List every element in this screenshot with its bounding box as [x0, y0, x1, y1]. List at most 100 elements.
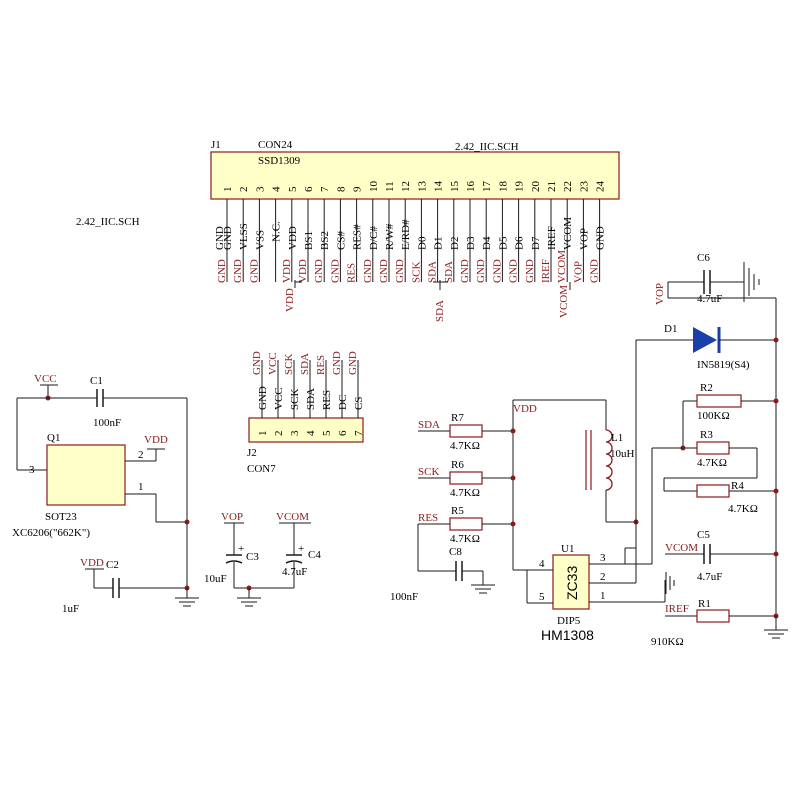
gnd-symbol-6: [764, 616, 788, 639]
j2-pin-number: 2: [273, 431, 285, 437]
j1-pin-net: IREF: [540, 259, 552, 283]
c6-designator: C6: [697, 252, 710, 264]
boost-section: VOP C6 4.7uF D1 IN5819(S4) R2 100KΩ: [625, 252, 788, 648]
j2-pin-net: RES: [315, 355, 327, 375]
j2-type: CON7: [247, 463, 276, 475]
j1-vdd-drop: VDD: [284, 280, 302, 312]
j1-pin-name: D4: [481, 236, 493, 250]
j1-designator: J1: [211, 139, 221, 151]
u1-pin5: 5: [539, 591, 545, 603]
j1-pin-net: GND: [491, 259, 503, 283]
r1-designator: R1: [698, 598, 711, 610]
r6-net: SCK: [418, 466, 439, 478]
q1-designator: Q1: [47, 432, 60, 444]
r7-net: SDA: [418, 419, 440, 431]
j1-pin-number: 18: [497, 181, 509, 193]
j1-pin-net: GND: [362, 259, 374, 283]
q1-part: XC6206("662K"): [12, 527, 90, 539]
vcc-label: VCC: [34, 373, 57, 385]
j2-pin-name: CS: [353, 397, 365, 410]
j1-pin-number: 8: [335, 186, 347, 192]
j1-pin-name: D/C#: [368, 226, 380, 250]
r3-designator: R3: [700, 429, 713, 441]
j1-pin-net: GND: [232, 259, 244, 283]
j1-pin-name: GND: [595, 226, 607, 250]
j1-vcom-drop: VCOM: [558, 282, 571, 318]
c3-c4-section: VOP + C3 10uF VCOM + C4 4.7uF: [204, 511, 321, 607]
gnd-symbol-5: [743, 262, 760, 302]
c1-designator: C1: [90, 375, 103, 387]
j1-pin-net: GND: [394, 259, 406, 283]
j1-pin-name: RES#: [352, 224, 364, 250]
j1-pin-name: VSS: [254, 230, 266, 250]
c4-value: 4.7uF: [282, 566, 307, 578]
j2-pins: 1GNDGND2VCCVCC3SCKSCK4SDASDA5RESRES6DCGN…: [251, 351, 365, 436]
pullup-section: VDD SDA R7 4.7KΩ SCK R6 4.7KΩ RES R5 4.7…: [390, 399, 606, 603]
u1-designator: U1: [561, 543, 574, 555]
r3-value: 4.7KΩ: [697, 457, 727, 469]
j2-pin-net: GND: [251, 351, 263, 375]
r2-designator: R2: [700, 382, 713, 394]
r1-value: 910KΩ: [651, 636, 684, 648]
j1-pin-number: 12: [400, 181, 412, 192]
r4-value: 4.7KΩ: [728, 503, 758, 515]
r6-designator: R6: [451, 459, 464, 471]
j1-pin-number: 5: [287, 186, 299, 192]
j1-pin-net: VDD: [281, 259, 293, 283]
j1-pin-name: VDD: [287, 226, 299, 250]
r5-net: RES: [418, 512, 438, 524]
j1-pin-name: D7: [530, 236, 542, 250]
sheet-label: 2.42_IIC.SCH: [76, 216, 140, 228]
u1-part: ZC33: [564, 566, 580, 600]
c8-designator: C8: [449, 546, 462, 558]
j2-pin-net: VCC: [267, 352, 279, 375]
u1-pin2: 2: [600, 571, 606, 583]
r5-designator: R5: [451, 505, 464, 517]
j2-pin-name: RES: [321, 390, 333, 410]
c8-value: 100nF: [390, 591, 418, 603]
q1-pin1: 1: [138, 481, 144, 493]
j1-pin-net: GND: [508, 259, 520, 283]
j2-pin-number: 4: [305, 430, 317, 436]
j1-part: SSD1309: [258, 155, 301, 167]
r1-net: IREF: [665, 603, 689, 615]
j1-pin-net: VDD: [297, 259, 309, 283]
j1-pin-name: D0: [416, 236, 428, 250]
j1-pin-number: 2: [238, 187, 250, 193]
j1-pin-net: VCOM: [556, 250, 568, 283]
c5-value: 4.7uF: [697, 571, 722, 583]
j2-pin-net: SCK: [283, 354, 295, 375]
j2-pin-name: VCC: [273, 387, 285, 410]
j1-pin-net: GND: [459, 259, 471, 283]
j1-pin-name: D6: [514, 236, 526, 250]
u1-package: DIP5: [557, 615, 581, 627]
j1-sda-drop: SDA: [433, 280, 448, 322]
u1-ic: ZC33 U1 DIP5 HM1308 4 5 3 2 1: [513, 340, 675, 643]
j1-pin-name: D5: [497, 236, 509, 250]
c5-designator: C5: [697, 529, 710, 541]
j2-pin-number: 1: [257, 431, 269, 437]
c4-designator: C4: [308, 549, 321, 561]
j2-pin-name: SDA: [305, 388, 317, 410]
j1-pin-name: D1: [433, 237, 445, 250]
j1-pin-name: CS#: [335, 231, 347, 250]
j2-body: [248, 417, 364, 443]
c2-net: VDD: [80, 557, 104, 569]
svg-text:+: +: [238, 543, 244, 555]
j1-pin-number: 13: [416, 181, 428, 193]
j1-connector: J1 CON24 SSD1309 2.42_IIC.SCH 1GNDGND2VL…: [210, 139, 620, 283]
j1-pin-number: 9: [352, 186, 364, 192]
d1-part: IN5819(S4): [697, 359, 750, 371]
r4-designator: R4: [731, 480, 744, 492]
j1-pin-number: 21: [546, 181, 558, 192]
r6-value: 4.7KΩ: [450, 487, 480, 499]
j1-sheet: 2.42_IIC.SCH: [455, 141, 519, 153]
j1-pin-number: 4: [271, 186, 283, 192]
j1-pin-name: BS1: [303, 231, 315, 250]
j1-pin-number: 15: [449, 181, 461, 193]
c1-value: 100nF: [93, 417, 121, 429]
j1-pin-net: GND: [216, 259, 228, 283]
j1-pin-net: GND: [524, 259, 536, 283]
j1-pin-number: 11: [384, 181, 396, 192]
